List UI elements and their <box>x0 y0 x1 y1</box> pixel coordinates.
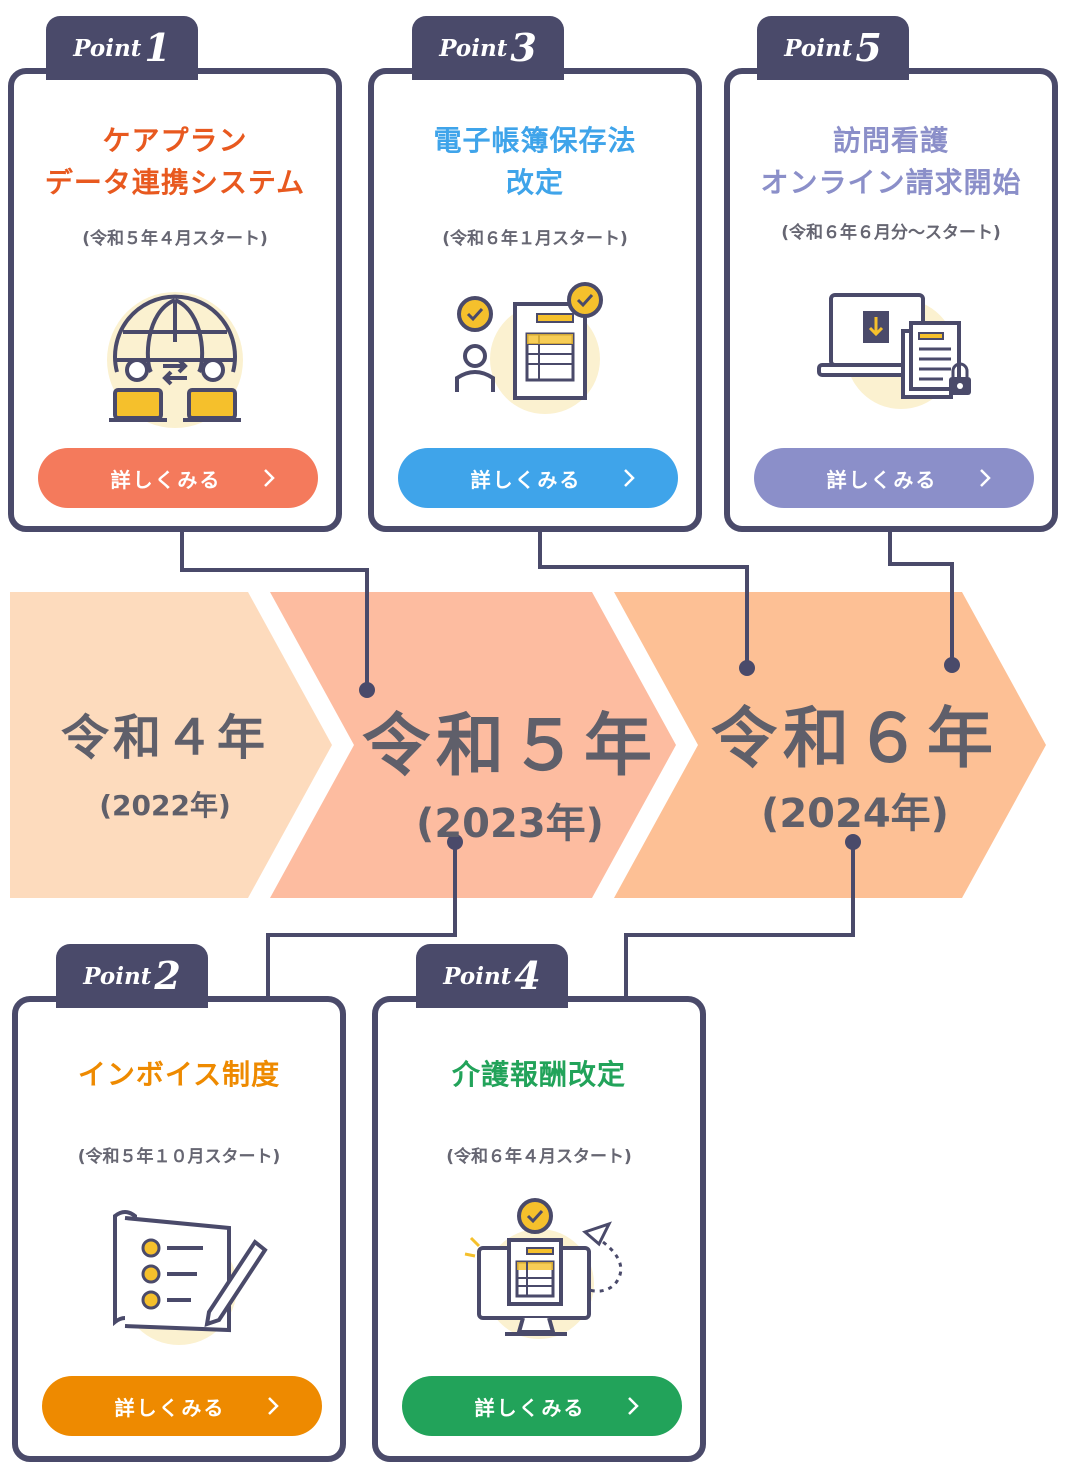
point-tab-2: Point 2 <box>56 944 208 1008</box>
card-title: ケアプラン データ連携システム <box>14 120 336 204</box>
point-card-2: Point 2 インボイス制度 (令和５年１０月スタート) 詳しくみる <box>12 944 346 1462</box>
person-document-icon <box>455 282 603 414</box>
card-title-line: 介護報酬改定 <box>451 1058 626 1091</box>
card-title: 介護報酬改定 <box>378 1054 700 1096</box>
details-button-label: 詳しくみる <box>110 467 222 492</box>
details-button-label: 詳しくみる <box>826 467 938 492</box>
era-arrow-2022 <box>10 592 332 898</box>
point-tab-word: Point <box>439 34 508 62</box>
details-button-3[interactable]: 詳しくみる <box>398 448 678 508</box>
chevron-right-icon <box>268 1397 279 1415</box>
point-card-5: Point 5 訪問看護 オンライン請求開始 (令和６年６月分〜スタート) 詳し… <box>724 16 1058 532</box>
card-title: 電子帳簿保存法 改定 <box>374 120 696 204</box>
globe-network-icon <box>107 292 243 428</box>
monitor-document-icon <box>464 1198 623 1339</box>
details-button-label: 詳しくみる <box>470 467 582 492</box>
era-year: 令和５年 <box>361 707 658 786</box>
card-start-date: (令和５年１０月スタート) <box>77 1147 281 1167</box>
point-tab-number: 2 <box>154 953 181 998</box>
card-title: インボイス制度 <box>18 1054 340 1096</box>
era-gregorian: (2022年) <box>99 789 231 822</box>
connector-dots <box>359 657 960 850</box>
card-start-date: (令和６年１月スタート) <box>442 229 628 249</box>
chevron-right-icon <box>628 1397 639 1415</box>
point-tab-word: Point <box>443 962 512 990</box>
era-arrow-2023 <box>270 592 676 898</box>
card-title-line: データ連携システム <box>44 166 306 199</box>
point-tab-number: 3 <box>510 25 537 70</box>
chevron-right-icon <box>980 469 991 487</box>
era-year: 令和４年 <box>60 710 269 766</box>
details-button-label: 詳しくみる <box>474 1395 586 1420</box>
point-card-4: Point 4 介護報酬改定 (令和６年４月スタート) 詳しくみる <box>372 944 706 1462</box>
details-button-2[interactable]: 詳しくみる <box>42 1376 322 1436</box>
era-label-2023: 令和５年 (2023年) <box>345 690 675 849</box>
details-button-4[interactable]: 詳しくみる <box>402 1376 682 1436</box>
chevron-right-icon <box>624 469 635 487</box>
connector-lines <box>180 530 954 1000</box>
details-button-label: 詳しくみる <box>114 1395 226 1420</box>
point-tab-3: Point 3 <box>412 16 564 80</box>
point-tab-1: Point 1 <box>46 16 198 80</box>
point-card-3: Point 3 電子帳簿保存法 改定 (令和６年１月スタート) 詳しくみる <box>368 16 702 532</box>
chevron-right-icon <box>264 469 275 487</box>
laptop-lock-icon <box>817 293 971 409</box>
details-button-1[interactable]: 詳しくみる <box>38 448 318 508</box>
era-gregorian: (2023年) <box>416 801 604 847</box>
point-tab-5: Point 5 <box>757 16 909 80</box>
point-card-1: Point 1 ケアプラン データ連携システム (令和５年４月スタート) 詳しく… <box>8 16 342 532</box>
card-start-date: (令和５年４月スタート) <box>82 229 268 249</box>
era-arrow-2024 <box>614 592 1046 898</box>
checklist-pencil-icon <box>113 1210 268 1345</box>
point-tab-word: Point <box>83 962 152 990</box>
card-title-line: 訪問看護 <box>832 124 949 157</box>
card-start-date: (令和６年６月分〜スタート) <box>781 223 1001 243</box>
point-tab-number: 1 <box>144 25 171 70</box>
era-gregorian: (2024年) <box>761 791 949 837</box>
card-title-line: インボイス制度 <box>77 1058 281 1091</box>
era-label-2022: 令和４年 (2022年) <box>0 698 330 824</box>
point-tab-number: 5 <box>855 25 882 70</box>
point-tab-number: 4 <box>514 953 541 998</box>
era-label-2024: 令和６年 (2024年) <box>690 685 1020 839</box>
card-title-line: ケアプラン <box>102 124 248 157</box>
point-tab-word: Point <box>73 34 142 62</box>
point-tab-4: Point 4 <box>416 944 568 1008</box>
era-year: 令和６年 <box>711 700 999 777</box>
card-title-line: オンライン請求開始 <box>760 166 1022 199</box>
details-button-5[interactable]: 詳しくみる <box>754 448 1034 508</box>
point-tab-word: Point <box>784 34 853 62</box>
card-title-line: 改定 <box>505 166 564 199</box>
card-title-line: 電子帳簿保存法 <box>433 124 637 157</box>
card-title: 訪問看護 オンライン請求開始 <box>730 120 1052 204</box>
card-start-date: (令和６年４月スタート) <box>446 1147 632 1167</box>
